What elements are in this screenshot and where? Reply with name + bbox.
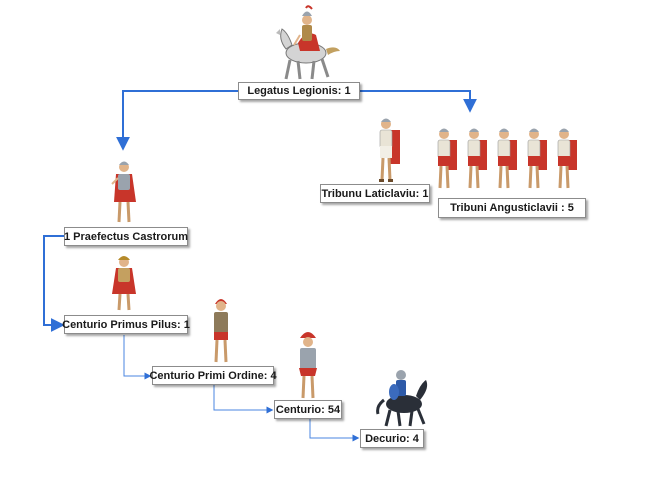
node-centurio-primus-pilus: Centurio Primus Pilus: 1 bbox=[62, 315, 190, 334]
connector-praefectus-primuspilus bbox=[43, 235, 65, 332]
tribune-soldier-icon bbox=[497, 128, 517, 189]
mounted-legate-icon bbox=[276, 5, 340, 80]
tribune-soldier-icon bbox=[527, 128, 547, 189]
node-label: Centurio: 54 bbox=[275, 403, 341, 416]
node-label: Legatus Legionis: 1 bbox=[247, 85, 351, 97]
node-centurio-primi-ordine: Centurio Primi Ordine: 4 bbox=[149, 366, 277, 385]
tribune-soldier-icon bbox=[379, 118, 400, 182]
node-praefectus-castrorum: 1 Praefectus Castrorum bbox=[64, 227, 188, 246]
centurion-soldier-icon bbox=[299, 332, 317, 399]
node-label: Centurio Primi Ordine: 4 bbox=[149, 369, 277, 382]
node-tribuni-angusticlavii: Tribuni Angusticlavii : 5 bbox=[438, 198, 586, 218]
tribune-soldier-icon bbox=[437, 128, 457, 189]
tribune-soldier-icon bbox=[467, 128, 487, 189]
node-decurio: Decurio: 4 bbox=[360, 429, 424, 448]
connector-primuspilus-primiordine bbox=[123, 335, 152, 380]
connector-primiordine-centurio bbox=[213, 385, 274, 414]
praefectus-soldier-icon bbox=[111, 161, 136, 223]
node-label: Decurio: 4 bbox=[365, 432, 419, 445]
node-legatus-legionis: Legatus Legionis: 1 bbox=[238, 82, 360, 100]
centurion-soldier-icon bbox=[112, 256, 136, 311]
cavalry-rider-icon bbox=[376, 370, 428, 427]
node-label: Tribunu Laticlaviu: 1 bbox=[321, 187, 429, 200]
connector-centurio-decurio bbox=[309, 419, 360, 442]
connector-legatus-tribunes bbox=[360, 90, 477, 113]
tribune-soldier-icon bbox=[557, 128, 577, 189]
connector-legatus-praefectus bbox=[116, 90, 238, 151]
node-label: Tribuni Angusticlavii : 5 bbox=[450, 202, 574, 214]
node-centurio: Centurio: 54 bbox=[274, 400, 342, 419]
tribuni-angusticlavii-figures bbox=[437, 128, 577, 189]
centurion-soldier-icon bbox=[214, 299, 228, 363]
node-label: 1 Praefectus Castrorum bbox=[63, 230, 189, 243]
node-label: Centurio Primus Pilus: 1 bbox=[62, 318, 190, 331]
node-tribunus-laticlavius: Tribunu Laticlaviu: 1 bbox=[320, 184, 430, 203]
